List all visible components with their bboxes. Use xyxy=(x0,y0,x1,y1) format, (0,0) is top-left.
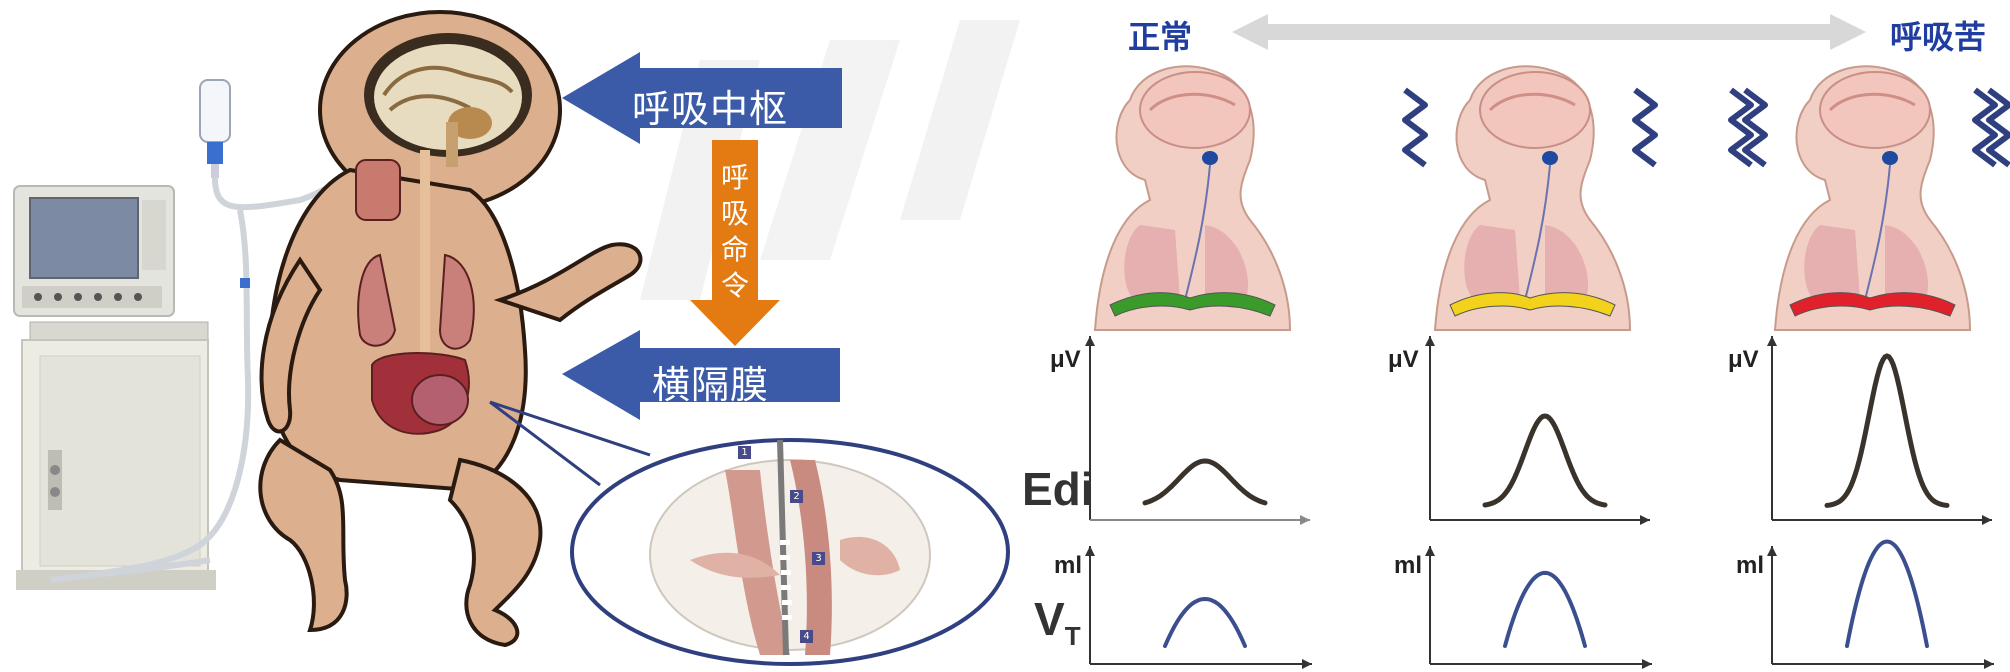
vt-row-label-main: VT xyxy=(1034,592,1081,652)
distress-wave-icon xyxy=(1405,90,1425,165)
edi-row-label: Edi xyxy=(1022,462,1094,516)
brainstem-node-icon xyxy=(1882,151,1898,165)
brainstem-node-icon xyxy=(1542,151,1558,165)
vt-y-arrowhead xyxy=(1085,546,1095,556)
distress-label: 呼吸苦 xyxy=(1890,12,1986,58)
edi-waveform xyxy=(1827,356,1947,505)
normal-label: 正常 xyxy=(1128,12,1192,58)
edi-y-arrowhead xyxy=(1767,336,1777,346)
vt-waveform xyxy=(1847,542,1927,647)
lung-icon xyxy=(1124,225,1180,300)
spectrum-panel xyxy=(1405,66,1655,669)
spectrum-panel xyxy=(1731,66,2009,669)
edi-y-arrowhead xyxy=(1085,336,1095,346)
brain-icon xyxy=(1480,72,1590,148)
vt-unit-label: ml xyxy=(1736,552,1764,580)
edi-unit-label: μV xyxy=(1050,346,1081,374)
spectrum-double-arrow xyxy=(1232,14,1866,50)
brainstem-node-icon xyxy=(1202,151,1218,165)
edi-waveform xyxy=(1485,416,1605,505)
vt-unit-label: ml xyxy=(1394,552,1422,580)
edi-y-arrowhead xyxy=(1425,336,1435,346)
lung-icon xyxy=(1464,225,1520,300)
vt-x-arrowhead xyxy=(1642,659,1652,669)
spectrum-panel xyxy=(1085,66,1312,669)
edi-x-arrowhead xyxy=(1300,515,1310,525)
vt-x-arrowhead xyxy=(1984,659,1994,669)
vt-unit-label: ml xyxy=(1054,552,1082,580)
edi-x-arrowhead xyxy=(1982,515,1992,525)
vt-x-arrowhead xyxy=(1302,659,1312,669)
edi-x-arrowhead xyxy=(1640,515,1650,525)
vt-waveform xyxy=(1165,599,1245,646)
edi-waveform xyxy=(1145,461,1265,503)
edi-unit-label: μV xyxy=(1388,346,1419,374)
vt-y-arrowhead xyxy=(1767,546,1777,556)
vt-y-arrowhead xyxy=(1425,546,1435,556)
vt-waveform xyxy=(1505,573,1585,646)
brain-icon xyxy=(1140,72,1250,148)
edi-unit-label: μV xyxy=(1728,346,1759,374)
lung-icon xyxy=(1804,225,1860,300)
distress-wave-icon xyxy=(1635,90,1655,165)
brain-icon xyxy=(1820,72,1930,148)
